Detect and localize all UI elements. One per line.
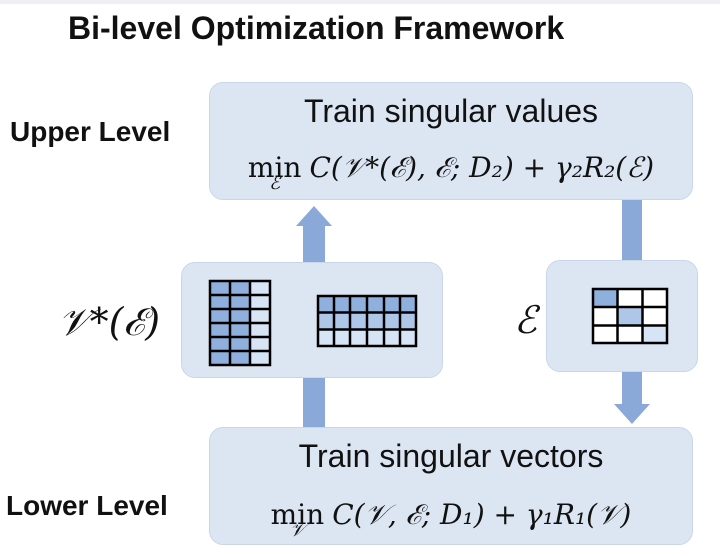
v-star-of-epsilon-label: 𝒱*(ℰ) (58, 300, 161, 344)
upward-arrow-top (296, 206, 332, 262)
upper-box-title: Train singular values (303, 93, 599, 129)
epsilon-label: ℰ (514, 298, 538, 342)
wide-matrix-icon (316, 294, 418, 348)
lower-objective-expression: C(𝒱, ℰ; D₁) + γ₁R₁(𝒱) (332, 498, 632, 531)
upper-objective-expression: C(𝒱*(ℰ), ℰ; D₂) + γ₂R₂(ℰ) (309, 151, 655, 184)
diagonal-matrix-icon (591, 287, 669, 345)
lower-level-label: Lower Level (6, 490, 168, 521)
upper-level-label: Upper Level (10, 116, 171, 147)
upward-arrow-bottom-stem (303, 378, 325, 427)
lower-box-title: Train singular vectors (298, 438, 604, 474)
tall-matrix-icon (208, 279, 272, 367)
diagram-title: Bi-level Optimization Framework (68, 10, 565, 46)
top-rule (0, 0, 720, 4)
downward-arrow-top-stem (622, 200, 642, 260)
downward-arrow-bottom (614, 372, 650, 424)
